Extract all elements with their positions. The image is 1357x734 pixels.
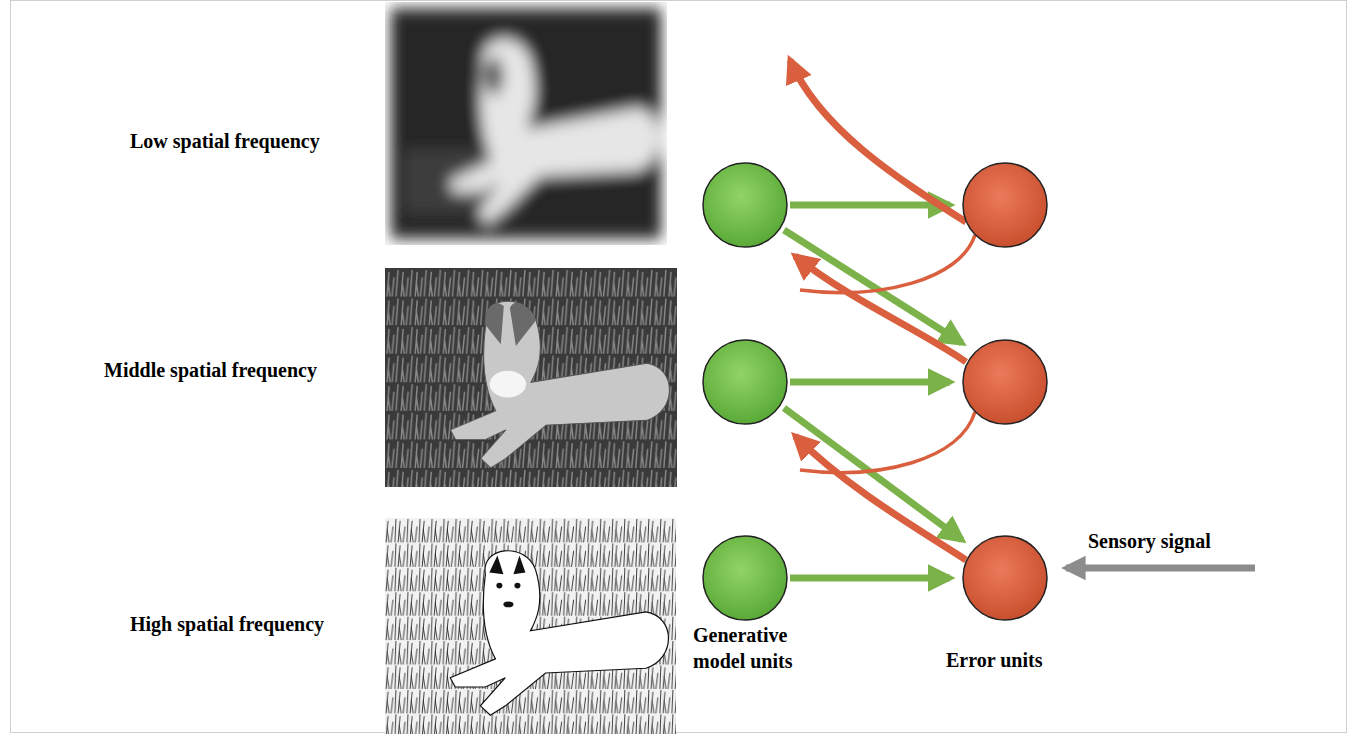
row-label: Middle spatial frequency [104, 357, 317, 383]
error-links [800, 235, 975, 473]
middle-frequency-image [385, 268, 677, 487]
row-label: High spatial frequency [130, 611, 324, 637]
low-frequency-image [385, 2, 667, 245]
error-arrows [790, 60, 966, 560]
row-label: Low spatial frequency [130, 128, 320, 154]
sensory-arrow [1066, 565, 1255, 572]
error-units [963, 163, 1047, 620]
column-label: Error units [946, 647, 1043, 673]
generative-units [703, 163, 787, 620]
generative-arrows [784, 205, 962, 578]
column-label: Generative model units [693, 622, 813, 674]
high-frequency-image [385, 518, 676, 734]
signal-label: Sensory signal [1088, 528, 1211, 554]
